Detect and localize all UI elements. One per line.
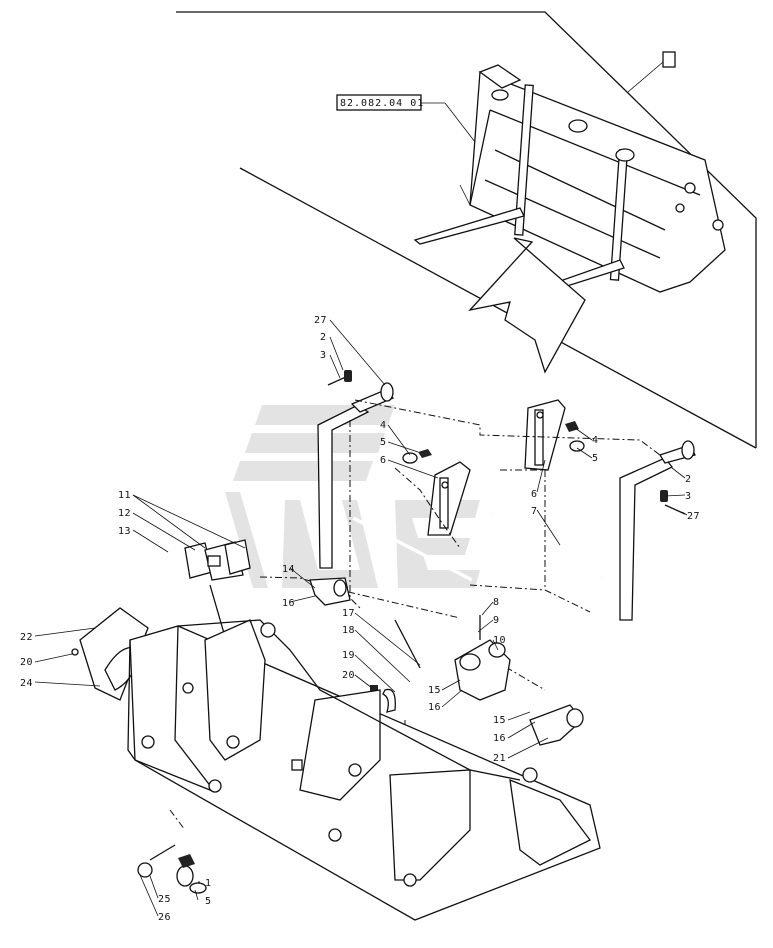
callout-15: 15: [428, 685, 441, 696]
callout-4: 4: [380, 420, 387, 431]
section-lines: [176, 11, 757, 449]
callout-5: 5: [205, 896, 212, 907]
callout-18: 18: [342, 625, 355, 636]
view-indicator-box: [662, 51, 676, 68]
reference-code: 82.082.04 01: [340, 98, 424, 109]
callout-16: 16: [282, 598, 295, 609]
callout-8: 8: [493, 597, 500, 608]
fork-tine-right: [619, 440, 696, 621]
callout-2: 2: [320, 332, 327, 343]
callout-6: 6: [380, 455, 387, 466]
watermark-logo: [225, 405, 480, 588]
rod-left: [352, 516, 473, 582]
callout-27: 27: [687, 511, 700, 522]
callout-16: 16: [493, 733, 506, 744]
callout-4: 4: [592, 435, 599, 446]
callout-16: 16: [428, 702, 441, 713]
assembled-fork-frame: [413, 64, 726, 305]
callout-21: 21: [493, 753, 506, 764]
spring-pin: [370, 619, 421, 713]
leader-lines: [34, 319, 688, 917]
callout-14: 14: [282, 564, 295, 575]
callout-25: 25: [158, 894, 171, 905]
bucket-pin-assembly: [137, 844, 207, 894]
pin-bracket-right: [524, 399, 566, 471]
callout-3: 3: [320, 350, 327, 361]
hook-bracket-small: [529, 704, 584, 746]
callout-3: 3: [685, 491, 692, 502]
fork-tine-left: [317, 382, 395, 569]
callout-19: 19: [342, 650, 355, 661]
callout-12: 12: [118, 508, 131, 519]
callout-10: 10: [493, 635, 506, 646]
rod-right: [491, 512, 603, 580]
callout-24: 24: [20, 678, 33, 689]
callout-9: 9: [493, 615, 500, 626]
callout-7: 7: [531, 506, 538, 517]
callout-20: 20: [20, 657, 33, 668]
callout-22: 22: [20, 632, 33, 643]
callout-17: 17: [342, 608, 355, 619]
lock-pin-left: [402, 449, 432, 464]
callout-27: 27: [314, 315, 327, 326]
callout-numbers: 27 2 3 4 5 6 4 5 6 2 3 27 7 11 12 13 14 …: [20, 315, 700, 923]
callout-11: 11: [118, 490, 131, 501]
bolt-nut-left: [327, 370, 352, 386]
callout-5: 5: [592, 453, 599, 464]
callout-6: 6: [531, 489, 538, 500]
callout-15: 15: [493, 715, 506, 726]
explode-arrow: [468, 237, 586, 374]
callout-13: 13: [118, 526, 131, 537]
callout-1: 1: [205, 878, 212, 889]
callout-20: 20: [342, 670, 355, 681]
loader-bucket: [127, 619, 601, 921]
callout-5: 5: [380, 437, 387, 448]
clamp-bracket-small: [309, 577, 351, 606]
hook-bracket: [454, 615, 511, 701]
callout-26: 26: [158, 912, 171, 923]
lock-pin-right: [565, 421, 585, 452]
callout-2: 2: [685, 474, 692, 485]
pin-bracket-left: [427, 461, 471, 536]
